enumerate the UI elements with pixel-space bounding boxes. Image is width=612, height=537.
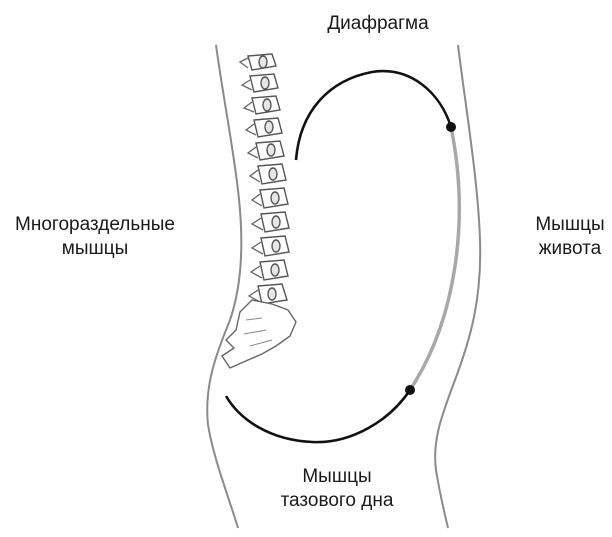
abdominal-label-line-1: Мышцы — [528, 213, 612, 237]
vertebra — [261, 236, 289, 256]
vertebra — [254, 118, 282, 137]
multifidus-label: Многораздельные мышцы — [0, 213, 190, 261]
abdominal-label-line-2: живота — [528, 237, 612, 261]
abdominal-label: Мышцы живота — [528, 213, 612, 261]
vertebra — [260, 188, 288, 208]
diaphragm-line — [296, 71, 451, 160]
vertebra — [261, 212, 289, 232]
vertebra — [250, 74, 278, 92]
diaphragm-label: Диафрагма — [318, 12, 438, 36]
pelvic-floor-line — [226, 390, 410, 442]
abdominal-pelvic-junction-marker — [405, 385, 415, 395]
pelvic-floor-label-line-2: тазового дна — [262, 489, 412, 513]
vertebra — [256, 141, 284, 160]
multifidus-label-line-1: Многораздельные — [0, 213, 190, 237]
vertebra — [248, 54, 276, 70]
front-outline — [435, 45, 480, 528]
pelvic-floor-label: Мышцы тазового дна — [262, 465, 412, 513]
vertebra — [260, 260, 288, 280]
vertebra — [258, 164, 286, 184]
diaphragm-abdominal-junction-marker — [446, 122, 456, 132]
pelvic-floor-label-line-1: Мышцы — [262, 465, 412, 489]
spinous-processes — [240, 58, 263, 302]
vertebra — [252, 96, 280, 114]
back-outline — [207, 45, 241, 528]
vertebra — [258, 284, 287, 304]
diaphragm-label-text: Диафрагма — [318, 12, 438, 36]
multifidus-label-line-2: мышцы — [0, 237, 190, 261]
abdominal-wall-line — [410, 127, 459, 390]
